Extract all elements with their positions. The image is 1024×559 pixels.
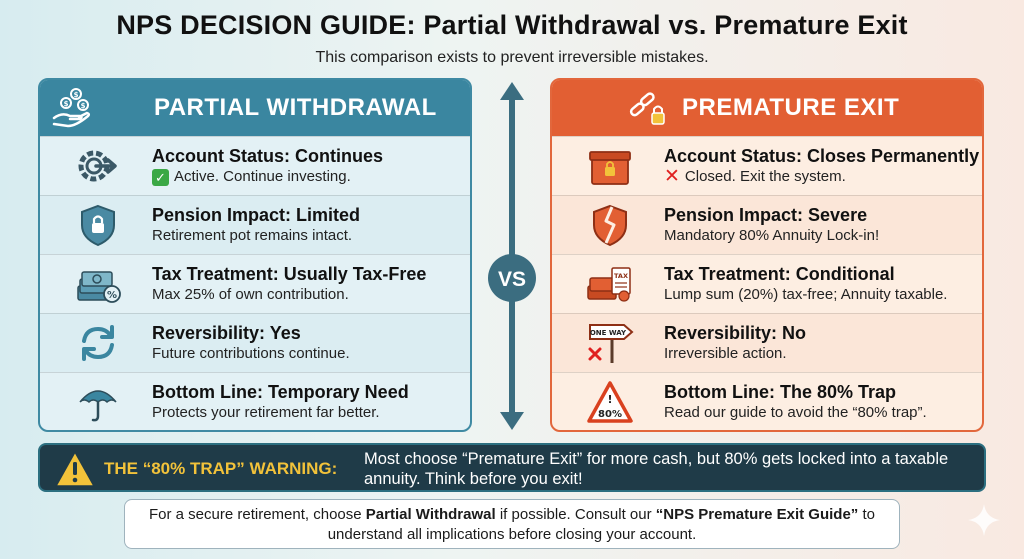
shield-lock-icon: [81, 204, 115, 247]
footer-text-1: For a secure retirement, choose: [149, 506, 366, 523]
row-desc: Read our guide to avoid the “80% trap”.: [664, 404, 927, 421]
row-desc: Future contributions continue.: [152, 345, 350, 362]
warning-80-icon: ! 80%: [587, 381, 633, 423]
svg-text:$: $: [64, 100, 69, 108]
umbrella-icon: [79, 390, 117, 422]
premature-exit-header: PREMATURE EXIT: [552, 80, 982, 136]
svg-text:$: $: [74, 91, 79, 99]
trap-warning-banner: THE “80% TRAP” WARNING: Most choose “Pre…: [38, 443, 986, 492]
row-title: Bottom Line: Temporary Need: [152, 382, 409, 402]
row-desc: Closed. Exit the system.: [684, 168, 846, 185]
row-desc: Max 25% of own contribution.: [152, 286, 349, 303]
vs-divider: VS: [488, 82, 536, 430]
footer-bold-1: Partial Withdrawal: [365, 506, 496, 523]
one-way-sign-text: ONE WAY: [590, 329, 627, 337]
partial-withdrawal-header: $ $ $ PARTIAL WITHDRAWAL: [40, 80, 470, 136]
footer-text-3: to understand all implications before cl…: [327, 506, 875, 543]
row-desc: Protects your retirement far better.: [152, 404, 380, 421]
money-hand-icon: $ $ $: [52, 88, 91, 128]
checkmark-icon: ✓: [152, 168, 169, 186]
row-title: Reversibility: Yes: [152, 323, 301, 343]
svg-text:$: $: [81, 102, 86, 110]
row-title: Pension Impact: Severe: [664, 205, 868, 225]
page-subtitle: This comparison exists to prevent irreve…: [315, 49, 709, 66]
left-row-reversibility: Reversibility: Yes Future contributions …: [40, 313, 470, 372]
row-desc: Irreversible action.: [664, 345, 787, 362]
svg-text:!: !: [607, 393, 612, 406]
left-row-account-status: Account Status: Continues ✓ Active. Conti…: [40, 136, 470, 195]
refresh-icon: [82, 325, 114, 361]
premature-exit-title: PREMATURE EXIT: [682, 94, 900, 121]
row-desc: Active. Continue investing.: [174, 168, 351, 185]
row-title: Account Status: Closes Permanently: [664, 146, 980, 166]
locked-box-icon: [589, 151, 631, 185]
right-row-reversibility: ONE WAY Reversibility: No Irreversible a…: [552, 313, 982, 372]
svg-text:TAX: TAX: [614, 272, 628, 280]
row-title: Reversibility: No: [664, 323, 807, 343]
left-row-tax-treatment: % Tax Treatment: Usually Tax-Free Max 25…: [40, 254, 470, 313]
page-title: NPS DECISION GUIDE: Partial Withdrawal v…: [116, 10, 908, 40]
row-title: Pension Impact: Limited: [152, 205, 361, 225]
right-row-bottom-line: ! 80% Bottom Line: The 80% Trap Read our…: [552, 372, 982, 430]
broken-shield-icon: [593, 204, 627, 247]
footer-note: For a secure retirement, choose Partial …: [124, 499, 900, 549]
left-row-bottom-line: Bottom Line: Temporary Need Protects you…: [40, 372, 470, 430]
row-title: Tax Treatment: Conditional: [664, 264, 895, 284]
tax-document-icon: TAX: [587, 267, 631, 302]
vs-label: VS: [498, 268, 526, 291]
cross-icon: ✕: [664, 166, 680, 187]
right-row-account-status: Account Status: Closes Permanently ✕Clos…: [552, 136, 982, 195]
footer-text-2: if possible. Consult our: [495, 506, 656, 523]
partial-withdrawal-panel: $ $ $ PARTIAL WITHDRAWAL Account Status:…: [38, 78, 472, 432]
cash-stack-icon: %: [77, 271, 121, 303]
svg-text:%: %: [107, 290, 117, 301]
sparkle-icon: [968, 504, 1000, 536]
partial-withdrawal-title: PARTIAL WITHDRAWAL: [154, 94, 437, 121]
right-row-tax-treatment: TAX Tax Treatment: Conditional Lump sum …: [552, 254, 982, 313]
warning-label: THE “80% TRAP” WARNING:: [104, 459, 338, 478]
right-row-pension-impact: Pension Impact: Severe Mandatory 80% Ann…: [552, 195, 982, 254]
warning-text: Most choose “Premature Exit” for more ca…: [364, 450, 949, 488]
footer-bold-2: “NPS Premature Exit Guide”: [655, 506, 859, 523]
warning-80-badge-text: 80%: [598, 409, 622, 420]
row-desc: Mandatory 80% Annuity Lock-in!: [664, 227, 880, 244]
row-title: Tax Treatment: Usually Tax-Free: [152, 264, 427, 284]
row-title: Account Status: Continues: [152, 146, 384, 166]
left-row-pension-impact: Pension Impact: Limited Retirement pot r…: [40, 195, 470, 254]
row-title: Bottom Line: The 80% Trap: [664, 382, 897, 402]
premature-exit-panel: PREMATURE EXIT Account Status: Closes Pe…: [550, 78, 984, 432]
warning-triangle-icon: [55, 451, 95, 487]
one-way-sign-icon: ONE WAY: [588, 324, 634, 363]
broken-chain-lock-icon: [629, 92, 665, 125]
row-desc: Lump sum (20%) tax-free; Annuity taxable…: [664, 286, 948, 303]
gear-arrow-icon: [78, 150, 117, 182]
row-desc: Retirement pot remains intact.: [152, 227, 353, 244]
